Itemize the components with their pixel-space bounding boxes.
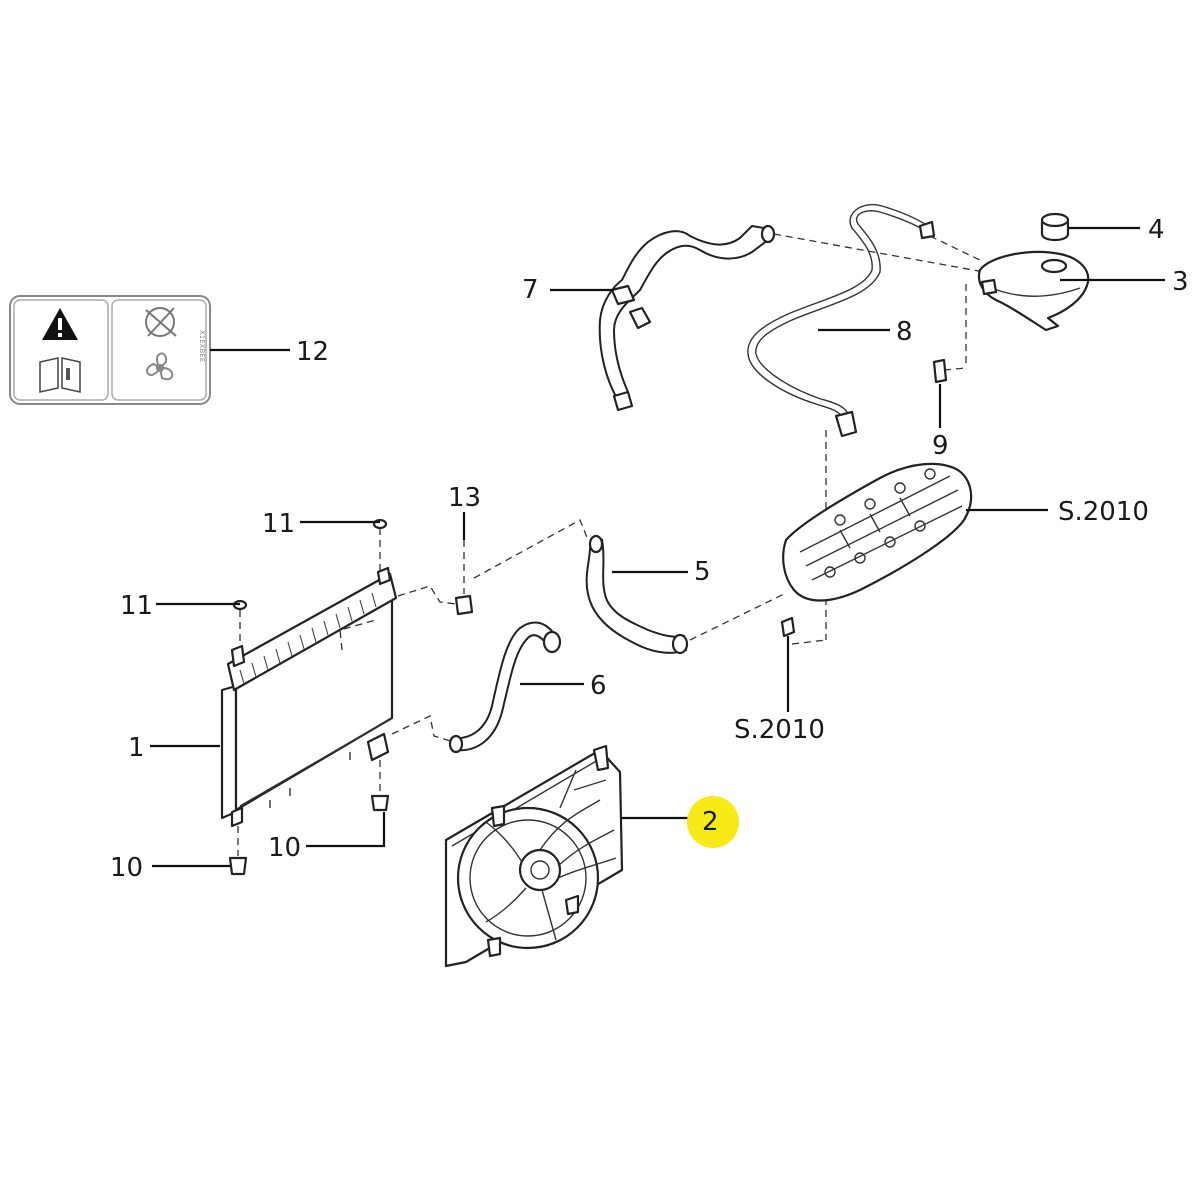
callout-8: 8 bbox=[896, 317, 913, 347]
svg-text:X1EXBEE: X1EXBEE bbox=[198, 330, 206, 362]
callout-s2010-bottom: S.2010 bbox=[734, 715, 825, 745]
callout-11-top: 11 bbox=[262, 509, 295, 539]
callout-5: 5 bbox=[694, 557, 711, 587]
callout-s2010-right: S.2010 bbox=[1058, 497, 1149, 527]
callout-9: 9 bbox=[932, 431, 949, 461]
outlet-fitting-s2010 bbox=[780, 616, 796, 638]
grommet-part-10-right bbox=[370, 794, 390, 812]
fan-icon bbox=[146, 352, 174, 381]
callout-11-left: 11 bbox=[120, 591, 153, 621]
highlight-marker bbox=[687, 796, 739, 848]
hose-part-5 bbox=[585, 534, 689, 655]
callout-13: 13 bbox=[448, 483, 481, 513]
callout-10-right: 10 bbox=[268, 833, 301, 863]
pipe-part-8 bbox=[747, 203, 936, 438]
fan-shroud-part-2 bbox=[444, 744, 624, 968]
coolant-reservoir-part-3 bbox=[977, 250, 1090, 332]
bleed-screw-part-9 bbox=[932, 358, 948, 384]
leader-lines bbox=[150, 226, 1165, 868]
callout-6: 6 bbox=[590, 671, 607, 701]
callout-10-left: 10 bbox=[110, 853, 143, 883]
grommet-part-10-left bbox=[228, 856, 248, 876]
callout-4: 4 bbox=[1148, 215, 1165, 245]
reservoir-cap-part-4 bbox=[1040, 212, 1070, 242]
callout-3: 3 bbox=[1172, 267, 1189, 297]
fan-hazard-icon bbox=[145, 307, 177, 337]
warning-triangle-icon bbox=[42, 308, 78, 340]
warning-label-part-12: X1EXBEE bbox=[9, 295, 211, 405]
callout-2: 2 bbox=[702, 807, 719, 837]
clip-part-13 bbox=[454, 594, 474, 616]
callout-12: 12 bbox=[296, 337, 329, 367]
radiator-part-1 bbox=[220, 566, 398, 828]
callout-1: 1 bbox=[128, 733, 145, 763]
hose-part-6 bbox=[448, 621, 562, 754]
cylinder-head-s2010 bbox=[782, 462, 973, 602]
callout-7: 7 bbox=[522, 275, 539, 305]
manual-book-icon bbox=[39, 357, 81, 393]
hose-part-7 bbox=[598, 224, 776, 412]
